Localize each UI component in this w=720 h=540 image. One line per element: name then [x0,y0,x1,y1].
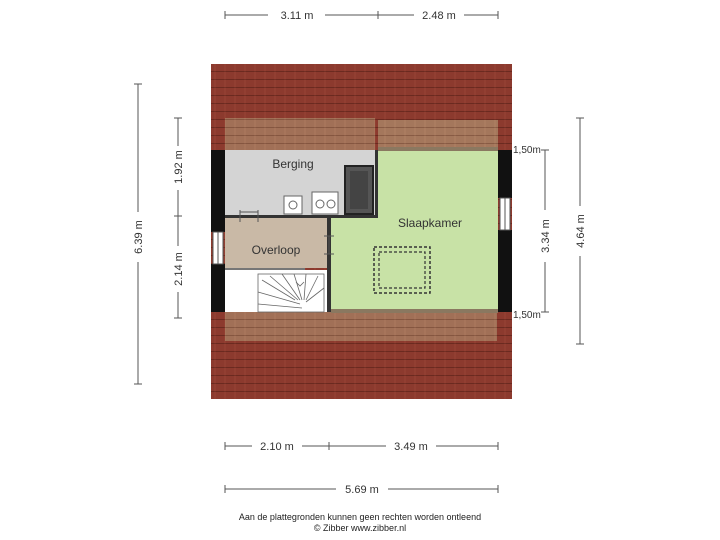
staircase [257,273,325,313]
wall-left-upper [211,150,225,232]
dim-bottom-right-label: 3.49 m [394,441,428,453]
ceiling-height-top: 1,50m [513,145,541,156]
boiler [283,195,303,215]
wall-berging-bottom [225,215,378,218]
dim-left-inner [174,117,182,319]
dim-left-lower-label: 2.14 m [173,252,185,286]
roof-overhang-top-right [378,120,498,150]
wall-right-upper [498,150,512,198]
roof-overhang-top [225,118,375,150]
knee-wall-top [378,147,498,151]
dim-top-left-label: 3.11 m [281,10,314,22]
footer-disclaimer: Aan de plattegronden kunnen geen rechten… [238,512,482,522]
room-label-overloop: Overloop [252,243,301,257]
dim-bottom [224,442,499,450]
dim-right-outer [576,117,584,345]
dim-right-inner-label: 3.34 m [540,219,552,253]
dim-left-upper-label: 1.92 m [173,150,185,184]
room-label-berging: Berging [272,157,313,171]
dim-left-total-label: 6.39 m [133,220,145,254]
dim-top-right-label: 2.48 m [422,10,456,22]
dim-bottom-left-label: 2.10 m [260,441,294,453]
dim-bottom-total [224,485,499,493]
roof-overhang-bottom [225,311,497,341]
room-label-slaapkamer: Slaapkamer [398,216,462,230]
dim-top [224,11,499,19]
dim-left-total [134,83,142,385]
dim-right-outer-label: 4.64 m [575,214,587,248]
wall-berging-right [375,150,378,218]
wall-left-lower [211,264,225,312]
wall-overloop-bottom [225,268,305,270]
dim-right-inner [541,149,549,313]
knee-wall-bottom [331,309,498,313]
wall-overloop-right [327,216,331,312]
washing-machine [311,191,339,215]
ceiling-height-bottom: 1,50m [513,310,541,321]
room-slaapkamer [331,150,498,311]
wall-right-lower [498,230,512,312]
footer-copyright: © Zibber www.zibber.nl [313,523,407,533]
dim-bottom-total-label: 5.69 m [345,484,379,496]
roof-window [373,246,431,294]
room-overloop [225,218,327,268]
stairwell [225,270,327,312]
